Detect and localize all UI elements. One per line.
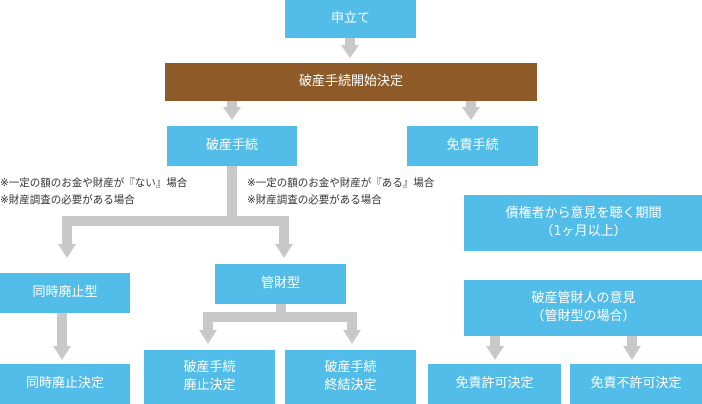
- node-label: 免責許可決定: [455, 376, 534, 391]
- node-menseki-kyoka-kettei: 免責許可決定: [428, 364, 561, 404]
- node-label-line2: （1ヶ月以上）: [540, 224, 627, 239]
- note-line: ※一定の額のお金や財産が『ない』場合: [0, 177, 188, 189]
- connector-stem: [490, 336, 500, 348]
- note-line: ※財産調査の必要がある場合: [247, 194, 382, 206]
- connector-bar: [62, 216, 289, 226]
- arrow-down-icon: [343, 330, 361, 344]
- node-label-line1: 破産管財人の意見: [531, 291, 636, 306]
- arrow-down-icon: [199, 330, 217, 344]
- connector-bar: [203, 312, 357, 322]
- node-label: 管財型: [260, 276, 300, 291]
- node-moushitate: 申立て: [285, 0, 416, 38]
- node-label: 申立て: [330, 11, 370, 26]
- node-label: 同時廃止型: [32, 285, 98, 300]
- arrow-down-icon: [462, 107, 480, 120]
- connector-stem: [466, 101, 476, 108]
- node-kanzai-gata: 管財型: [215, 264, 346, 304]
- node-label-line1: 破産手続: [324, 360, 377, 375]
- arrow-down-icon: [275, 244, 293, 258]
- connector-stem: [57, 312, 67, 352]
- node-hasan-kaishi-kettei: 破産手続開始決定: [165, 63, 537, 101]
- node-saikensha-iken-kikan: 債権者から意見を聴く期間 （1ヶ月以上）: [464, 195, 702, 251]
- arrow-down-icon: [341, 45, 359, 58]
- arrow-down-icon: [53, 346, 71, 360]
- connector-stem: [227, 166, 237, 218]
- node-doji-haishi-gata: 同時廃止型: [0, 273, 130, 313]
- node-doji-haishi-kettei: 同時廃止決定: [0, 364, 130, 404]
- node-label-line1: 債権者から意見を聴く期間: [505, 206, 662, 221]
- node-label: 破産手続開始決定: [298, 74, 403, 89]
- note-left: ※一定の額のお金や財産が『ない』場合 ※財産調査の必要がある場合: [0, 175, 187, 209]
- arrow-down-icon: [58, 244, 76, 258]
- arrow-down-icon: [486, 346, 504, 360]
- note-line: ※財産調査の必要がある場合: [0, 194, 135, 206]
- connector-stem: [347, 312, 357, 336]
- connector-stem: [276, 303, 286, 317]
- node-menseki-fukyoka-kettei: 免責不許可決定: [570, 364, 702, 404]
- note-right: ※一定の額のお金や財産が『ある』場合 ※財産調査の必要がある場合: [247, 175, 434, 209]
- arrow-down-icon: [623, 346, 641, 360]
- node-shuketsu-kettei: 破産手続 終結決定: [285, 350, 416, 404]
- node-label: 免責不許可決定: [590, 376, 682, 391]
- node-label: 免責手続: [446, 138, 499, 153]
- node-kanzainin-iken: 破産管財人の意見 （管財型の場合）: [464, 280, 702, 336]
- node-menseki-tetsuzuki: 免責手続: [407, 126, 538, 166]
- node-hasan-tetsuzuki: 破産手続: [167, 126, 297, 166]
- node-haishi-kettei: 破産手続 廃止決定: [144, 350, 275, 404]
- node-label-line2: （管財型の場合）: [531, 309, 636, 324]
- node-label: 破産手続: [205, 138, 258, 153]
- node-label: 同時廃止決定: [25, 376, 104, 391]
- connector-stem: [203, 312, 213, 336]
- arrow-down-icon: [223, 107, 241, 120]
- connector-stem: [345, 38, 355, 46]
- connector-stem: [627, 336, 637, 348]
- note-line: ※一定の額のお金や財産が『ある』場合: [247, 177, 435, 189]
- connector-stem: [279, 216, 289, 246]
- node-label-line2: 廃止決定: [183, 378, 236, 393]
- connector-stem: [227, 101, 237, 108]
- node-label-line2: 終結決定: [324, 378, 377, 393]
- connector-stem: [62, 216, 72, 246]
- node-label-line1: 破産手続: [183, 360, 236, 375]
